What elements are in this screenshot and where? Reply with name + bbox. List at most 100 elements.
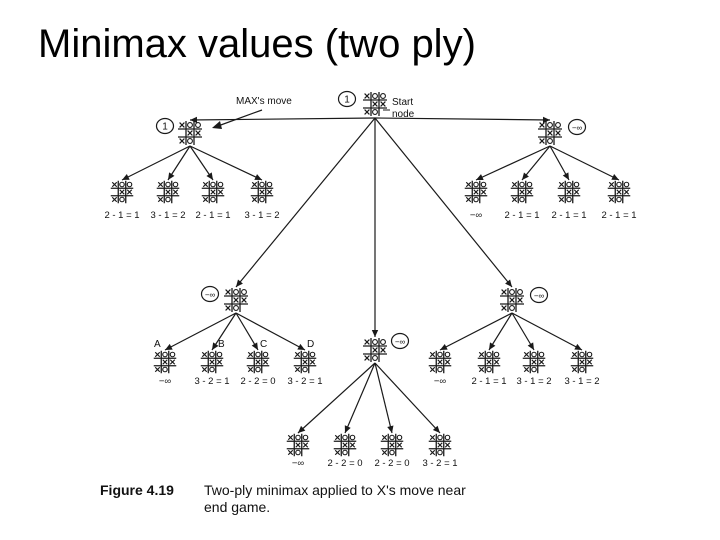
max-move-arrowhead — [212, 121, 222, 129]
leaf-board-5-3 — [522, 350, 546, 374]
edge-mid-3-to-leaf-4-head — [297, 343, 305, 350]
edge-mid-2-to-leaf-2 — [521, 145, 551, 181]
leaf-board-1-3 — [201, 180, 225, 204]
edge-mid-1-to-leaf-4 — [189, 145, 263, 181]
edge-mid-2-to-leaf-1-head — [476, 174, 484, 180]
edge-mid-5-to-leaf-3 — [511, 312, 535, 351]
leaf-board-3-1 — [153, 350, 177, 374]
edge-mid-4-to-leaf-1 — [297, 362, 376, 434]
leaf-board-5-4 — [570, 350, 594, 374]
svg-text:−∞: −∞ — [572, 124, 583, 133]
edge-root-to-mid-2-head — [542, 116, 550, 124]
edge-mid-5-to-leaf-2 — [488, 312, 513, 351]
edge-mid-1-to-leaf-3-head — [206, 172, 213, 180]
leaf-value-5-2: 2 - 1 = 1 — [471, 376, 506, 387]
start-node-label-1: Start — [392, 97, 413, 108]
edge-mid-5-to-leaf-4 — [511, 312, 583, 351]
mid-value-badge-5: −∞ — [529, 286, 549, 304]
mid-value-badge-4: −∞ — [390, 332, 410, 350]
edge-mid-5-to-leaf-1-head — [440, 343, 448, 350]
leaf-value-5-1: −∞ — [434, 376, 447, 387]
edge-mid-1-to-leaf-2-head — [168, 172, 175, 180]
leaf-value-3-2: 3 - 2 = 1 — [194, 376, 229, 387]
root-value-badge: 1 — [337, 90, 357, 108]
leaf-value-2-2: 2 - 1 = 1 — [504, 210, 539, 221]
tree-boards — [110, 92, 631, 457]
edge-mid-4-to-leaf-2 — [344, 362, 376, 434]
leaf-value-1-2: 3 - 1 = 2 — [150, 210, 185, 221]
edge-root-to-mid-3-head — [236, 279, 243, 287]
slide-title: Minimax values (two ply) — [38, 22, 476, 66]
svg-text:−∞: −∞ — [205, 291, 216, 300]
edge-root-to-mid-1 — [189, 117, 376, 121]
root-board — [363, 92, 387, 116]
mid-board-2 — [538, 121, 562, 145]
mid-board-5 — [500, 288, 524, 312]
leaf-letter-a: A — [154, 339, 161, 350]
leaf-value-4-1: −∞ — [292, 458, 305, 469]
leaf-value-3-4: 3 - 2 = 1 — [287, 376, 322, 387]
edge-mid-4-to-leaf-4 — [374, 362, 441, 434]
edge-mid-2-to-leaf-1 — [475, 145, 551, 181]
edge-mid-4-to-leaf-3-head — [387, 425, 394, 433]
leaf-letter-d: D — [307, 339, 314, 350]
edge-mid-3-to-leaf-2 — [211, 312, 237, 351]
leaf-letter-c: C — [260, 339, 267, 350]
leaf-value-1-4: 3 - 1 = 2 — [244, 210, 279, 221]
mid-board-3 — [224, 288, 248, 312]
leaf-value-3-1: −∞ — [159, 376, 172, 387]
tree-value-badges: 1 1 −∞ −∞ −∞ −∞ — [155, 90, 587, 350]
leaf-board-3-2 — [200, 350, 224, 374]
svg-text:1: 1 — [162, 122, 168, 133]
edge-mid-1-to-leaf-1 — [121, 145, 191, 181]
leaf-board-2-3 — [557, 180, 581, 204]
edge-mid-2-to-leaf-4-head — [611, 174, 619, 180]
leaf-value-4-3: 2 - 2 = 0 — [374, 458, 409, 469]
edge-root-to-mid-3 — [235, 117, 376, 288]
edge-mid-3-to-leaf-3-head — [251, 342, 258, 350]
leaf-board-4-2 — [333, 433, 357, 457]
leaf-value-2-3: 2 - 1 = 1 — [551, 210, 586, 221]
leaf-board-4-3 — [380, 433, 404, 457]
leaf-board-2-4 — [607, 180, 631, 204]
edge-mid-3-to-leaf-1 — [164, 312, 237, 351]
leaf-board-2-2 — [510, 180, 534, 204]
leaf-board-5-2 — [477, 350, 501, 374]
edge-mid-4-to-leaf-1-head — [298, 425, 306, 433]
edge-mid-2-to-leaf-2-head — [522, 172, 529, 180]
mid-board-1 — [178, 121, 202, 145]
edge-mid-3-to-leaf-1-head — [165, 343, 173, 350]
leaf-value-4-2: 2 - 2 = 0 — [327, 458, 362, 469]
tree-edges — [121, 117, 620, 434]
leaf-value-3-3: 2 - 2 = 0 — [240, 376, 275, 387]
leaf-letter-b: B — [218, 339, 225, 350]
edge-mid-5-to-leaf-2-head — [489, 342, 496, 350]
figure-caption-line-1: Two-ply minimax applied to X's move near — [204, 482, 466, 498]
svg-text:−∞: −∞ — [534, 292, 545, 301]
leaf-value-4-4: 3 - 2 = 1 — [422, 458, 457, 469]
figure-caption-line-2: end game. — [204, 499, 270, 515]
leaf-value-1-3: 2 - 1 = 1 — [195, 210, 230, 221]
edge-mid-3-to-leaf-2-head — [212, 342, 219, 350]
edge-mid-5-to-leaf-1 — [439, 312, 513, 351]
max-move-annotation: MAX's move — [236, 96, 292, 107]
edge-mid-2-to-leaf-3-head — [562, 172, 569, 180]
edge-mid-2-to-leaf-4 — [549, 145, 620, 181]
edge-root-to-mid-1-head — [190, 116, 198, 124]
edge-mid-5-to-leaf-4-head — [574, 343, 582, 350]
edge-mid-1-to-leaf-1-head — [122, 174, 130, 180]
edge-mid-3-to-leaf-4 — [235, 312, 306, 351]
leaf-board-5-1 — [428, 350, 452, 374]
edge-root-to-mid-5-head — [505, 279, 512, 287]
mid-value-badge-3: −∞ — [200, 285, 220, 303]
svg-text:−∞: −∞ — [395, 338, 406, 347]
mid-board-4 — [363, 338, 387, 362]
leaf-value-5-4: 3 - 1 = 2 — [564, 376, 599, 387]
leaf-values: 2 - 1 = 1 3 - 1 = 2 2 - 1 = 1 3 - 1 = 2 −∞ 2 … — [104, 210, 636, 469]
leaf-board-1-1 — [110, 180, 134, 204]
mid-value-badge-2: −∞ — [567, 118, 587, 136]
leaf-board-4-1 — [286, 433, 310, 457]
figure-label: Figure 4.19 — [100, 482, 174, 498]
edge-mid-1-to-leaf-4-head — [254, 174, 262, 180]
